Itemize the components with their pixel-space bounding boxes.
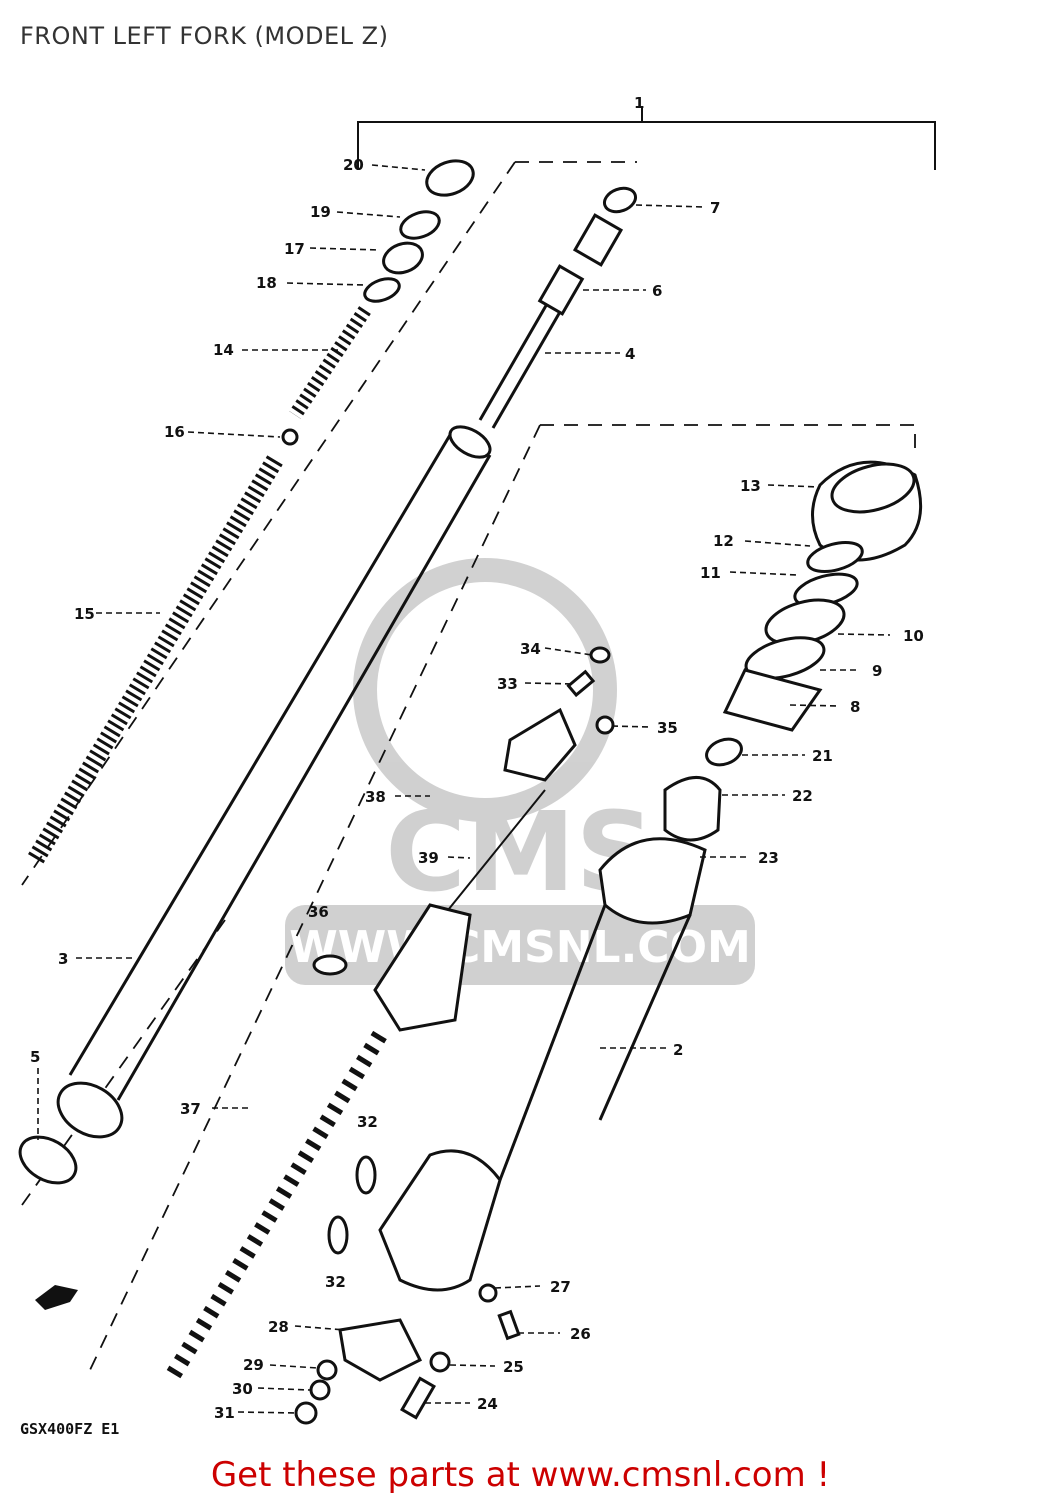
watermark-url: WWW.CMSNL.COM: [289, 922, 751, 973]
callout-31: 31: [214, 1404, 235, 1422]
page-title: FRONT LEFT FORK (MODEL Z): [20, 22, 389, 50]
callout-15: 15: [74, 605, 95, 623]
callout-5: 5: [30, 1048, 40, 1066]
callout-34: 34: [520, 640, 541, 658]
callout-17: 17: [284, 240, 305, 258]
callout-12: 12: [713, 532, 734, 550]
spring-seat-16: [281, 428, 299, 446]
watermark: CMS WWW.CMSNL.COM: [285, 558, 755, 985]
callout-29: 29: [243, 1356, 264, 1374]
valve-parts-chain: [163, 1030, 387, 1385]
bolt-24: [400, 1376, 436, 1420]
front-arrow-icon: [35, 1285, 78, 1310]
callout-20: 20: [343, 156, 364, 174]
outer-tube: [378, 737, 743, 1292]
inner-tube: [56, 425, 492, 1139]
callout-23: 23: [758, 849, 779, 867]
assembly-bracket: [357, 121, 936, 170]
leader-lines: [37, 164, 891, 1414]
callout-11: 11: [700, 564, 721, 582]
axle-holder: [338, 1318, 423, 1382]
callout-38: 38: [365, 788, 386, 806]
callout-3: 3: [58, 950, 68, 968]
o-ring-32b: [327, 1215, 349, 1255]
callout-13: 13: [740, 477, 761, 495]
callout-6: 6: [652, 282, 662, 300]
callout-9: 9: [872, 662, 882, 680]
callout-27: 27: [550, 1278, 571, 1296]
callout-8: 8: [850, 698, 860, 716]
callout-4: 4: [625, 345, 635, 363]
callout-16: 16: [164, 423, 185, 441]
callout-39: 39: [418, 849, 439, 867]
callout-1: 1: [634, 94, 644, 112]
spacer-spring: [289, 306, 371, 419]
callout-30: 30: [232, 1380, 253, 1398]
fork-spring: [27, 455, 283, 865]
callout-14: 14: [213, 341, 234, 359]
callout-19: 19: [310, 203, 331, 221]
callout-25: 25: [503, 1358, 524, 1376]
o-ring-19: [399, 210, 441, 240]
callout-35: 35: [657, 719, 678, 737]
callout-21: 21: [812, 747, 833, 765]
callout-32-lower: 32: [325, 1273, 346, 1291]
callout-32-upper: 32: [357, 1113, 378, 1131]
callout-24: 24: [477, 1395, 498, 1413]
bolt-17: [382, 241, 424, 275]
callout-26: 26: [570, 1325, 591, 1343]
cap-20: [425, 159, 475, 197]
drawing-code: GSX400FZ E1: [20, 1420, 120, 1438]
o-ring-32a: [355, 1155, 377, 1195]
callout-7: 7: [710, 199, 720, 217]
damper-cylinder: [312, 646, 615, 1032]
bolt-26: [497, 1309, 521, 1341]
slide-bushing: [18, 1135, 78, 1185]
callout-22: 22: [792, 787, 813, 805]
footer-parts-link[interactable]: Get these parts at www.cmsnl.com !: [210, 1455, 831, 1495]
callout-36: 36: [308, 903, 329, 921]
callout-33: 33: [497, 675, 518, 693]
o-ring-18: [363, 277, 401, 303]
callout-10: 10: [903, 627, 924, 645]
callout-37: 37: [180, 1100, 201, 1118]
callout-18: 18: [256, 274, 277, 292]
dust-seal-stack: [722, 460, 923, 732]
callout-28: 28: [268, 1318, 289, 1336]
damper-rod: [478, 186, 637, 429]
callout-labels: 1 2 3 4 5 6 7 8 9 10 11 12 13 14 15 16 1…: [30, 94, 924, 1422]
callout-2: 2: [673, 1041, 683, 1059]
